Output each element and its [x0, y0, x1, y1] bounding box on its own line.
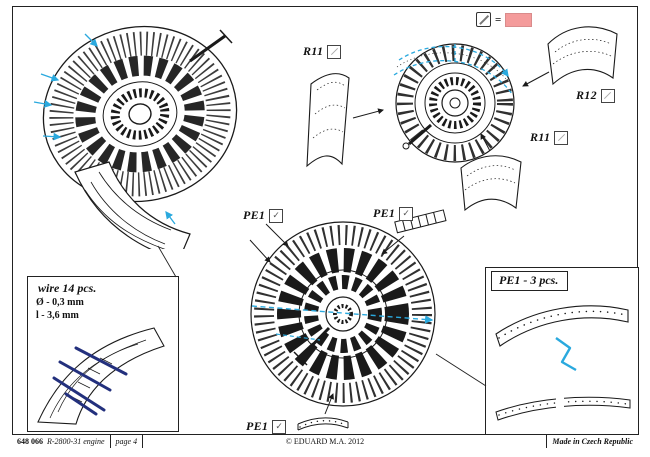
footer-page-cell: page 4 — [111, 435, 144, 448]
legend-color-swatch — [505, 12, 533, 27]
callout-label: PE1 — [246, 419, 269, 433]
callout-pe1-bottom: PE1 ✓ — [246, 419, 287, 434]
engine-rear-view-drawing — [33, 25, 238, 249]
legend-symbol-icon — [476, 12, 491, 27]
part-symbol-box-icon — [327, 44, 342, 59]
blue-wires — [52, 346, 128, 416]
part-symbol-box-icon — [554, 130, 569, 145]
assembly-arrows — [352, 71, 550, 152]
pe-strip-lower — [495, 392, 631, 424]
callout-label: R12 — [576, 88, 597, 102]
engine-front-body — [250, 221, 436, 407]
callout-label: PE1 — [243, 208, 266, 222]
cowl-panel-top-right — [547, 26, 618, 86]
part-symbol-box-icon — [600, 88, 615, 103]
wire-diameter-spec: Ø - 0,3 mm — [36, 297, 84, 308]
engine-front-cowl — [395, 43, 515, 163]
cowl-assembly-drawing — [306, 26, 618, 212]
cyan-wire-part — [555, 337, 577, 372]
cowl-panel-bottom — [460, 155, 522, 212]
callout-pe1-left: PE1 ✓ — [243, 208, 284, 223]
wire-length-spec: l - 3,6 mm — [36, 310, 79, 321]
pe-strip-upper — [495, 305, 629, 347]
catalog-number: 648 066 — [17, 437, 43, 446]
check-symbol-box-icon: ✓ — [399, 206, 414, 221]
wire-placement-drawing — [37, 327, 165, 425]
legend-equals: = — [495, 13, 502, 26]
cyan-guide-line — [251, 305, 434, 341]
callout-r12: R12 — [576, 88, 615, 103]
cowl-panel-left — [306, 73, 350, 168]
pe-strips-drawing — [495, 305, 631, 424]
pe-bottom-strip — [297, 417, 349, 431]
engine-rear-body — [42, 25, 238, 203]
pe-ladder-strip — [394, 209, 447, 234]
product-name: R-2800-31 engine — [47, 437, 105, 446]
cowl-stitch-line — [396, 52, 511, 85]
engine-front-view-drawing — [249, 209, 447, 431]
check-symbol-box-icon: ✓ — [272, 419, 287, 434]
cowl-panel-left-rows — [312, 81, 346, 139]
callout-label: R11 — [303, 44, 324, 58]
callout-pe1-right: PE1 ✓ — [373, 206, 414, 221]
cowl-panel-bottom-rows — [464, 165, 516, 191]
pe-placement-arrows — [249, 223, 405, 415]
color-legend: = — [476, 12, 533, 27]
footer-bar: 648 066 R-2800-31 engine page 4 © EDUARD… — [12, 434, 638, 448]
pe-strip-upper-rivets — [498, 310, 627, 339]
made-in-text: Made in Czech Republic — [546, 435, 638, 448]
callout-label: R11 — [530, 130, 551, 144]
cowl-flap-sheet — [74, 161, 191, 249]
wire-box-title: wire 14 pcs. — [38, 281, 97, 295]
callout-r11-mid: R11 — [530, 130, 569, 145]
cyan-highlight-arrows — [33, 33, 176, 225]
cowl-panel-top-right-rows — [552, 38, 612, 65]
footer-catalog-cell: 648 066 R-2800-31 engine — [12, 435, 111, 448]
callout-label: PE1 — [373, 206, 396, 220]
check-symbol-box-icon: ✓ — [269, 208, 284, 223]
callout-r11-top: R11 — [303, 44, 342, 59]
cyan-guide-arcs — [393, 44, 513, 95]
page-label: page 4 — [115, 437, 138, 446]
pe1-count-label: PE1 - 3 pcs. — [491, 271, 569, 291]
